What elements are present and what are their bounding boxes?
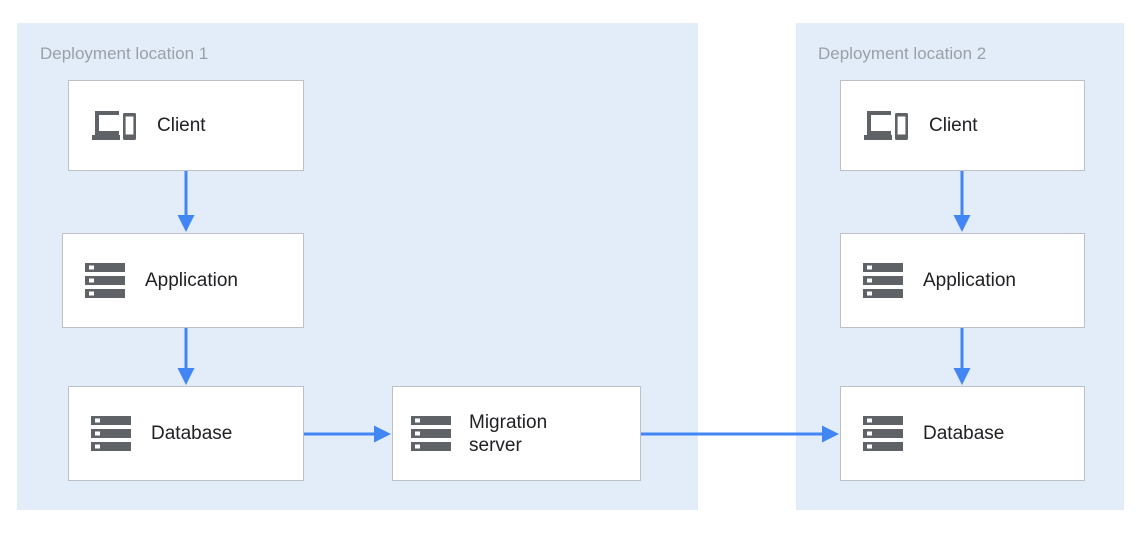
server-stack-icon xyxy=(863,263,903,298)
deployment-zone-1-label: Deployment location 1 xyxy=(40,44,209,63)
client-devices-icon xyxy=(92,110,136,140)
node-client-2-label: Client xyxy=(929,115,978,136)
server-stack-icon xyxy=(863,416,903,451)
node-migration-server[interactable]: Migration server xyxy=(392,386,641,481)
node-database-2[interactable]: Database xyxy=(840,386,1085,481)
node-database-1[interactable]: Database xyxy=(68,386,304,481)
node-application-1[interactable]: Application xyxy=(62,233,304,328)
node-application-2-label: Application xyxy=(923,270,1016,291)
deployment-zone-2-label: Deployment location 2 xyxy=(818,44,987,63)
server-stack-icon xyxy=(85,263,125,298)
node-client-2[interactable]: Client xyxy=(840,80,1085,171)
server-stack-icon xyxy=(91,416,131,451)
node-application-2[interactable]: Application xyxy=(840,233,1085,328)
node-client-1-label: Client xyxy=(157,115,206,136)
node-migration-server-label: Migration server xyxy=(469,411,548,456)
node-database-1-label: Database xyxy=(151,423,233,444)
node-client-1[interactable]: Client xyxy=(68,80,304,171)
client-devices-icon xyxy=(864,110,908,140)
node-application-1-label: Application xyxy=(145,270,238,291)
server-stack-icon xyxy=(411,416,451,451)
node-database-2-label: Database xyxy=(923,423,1005,444)
